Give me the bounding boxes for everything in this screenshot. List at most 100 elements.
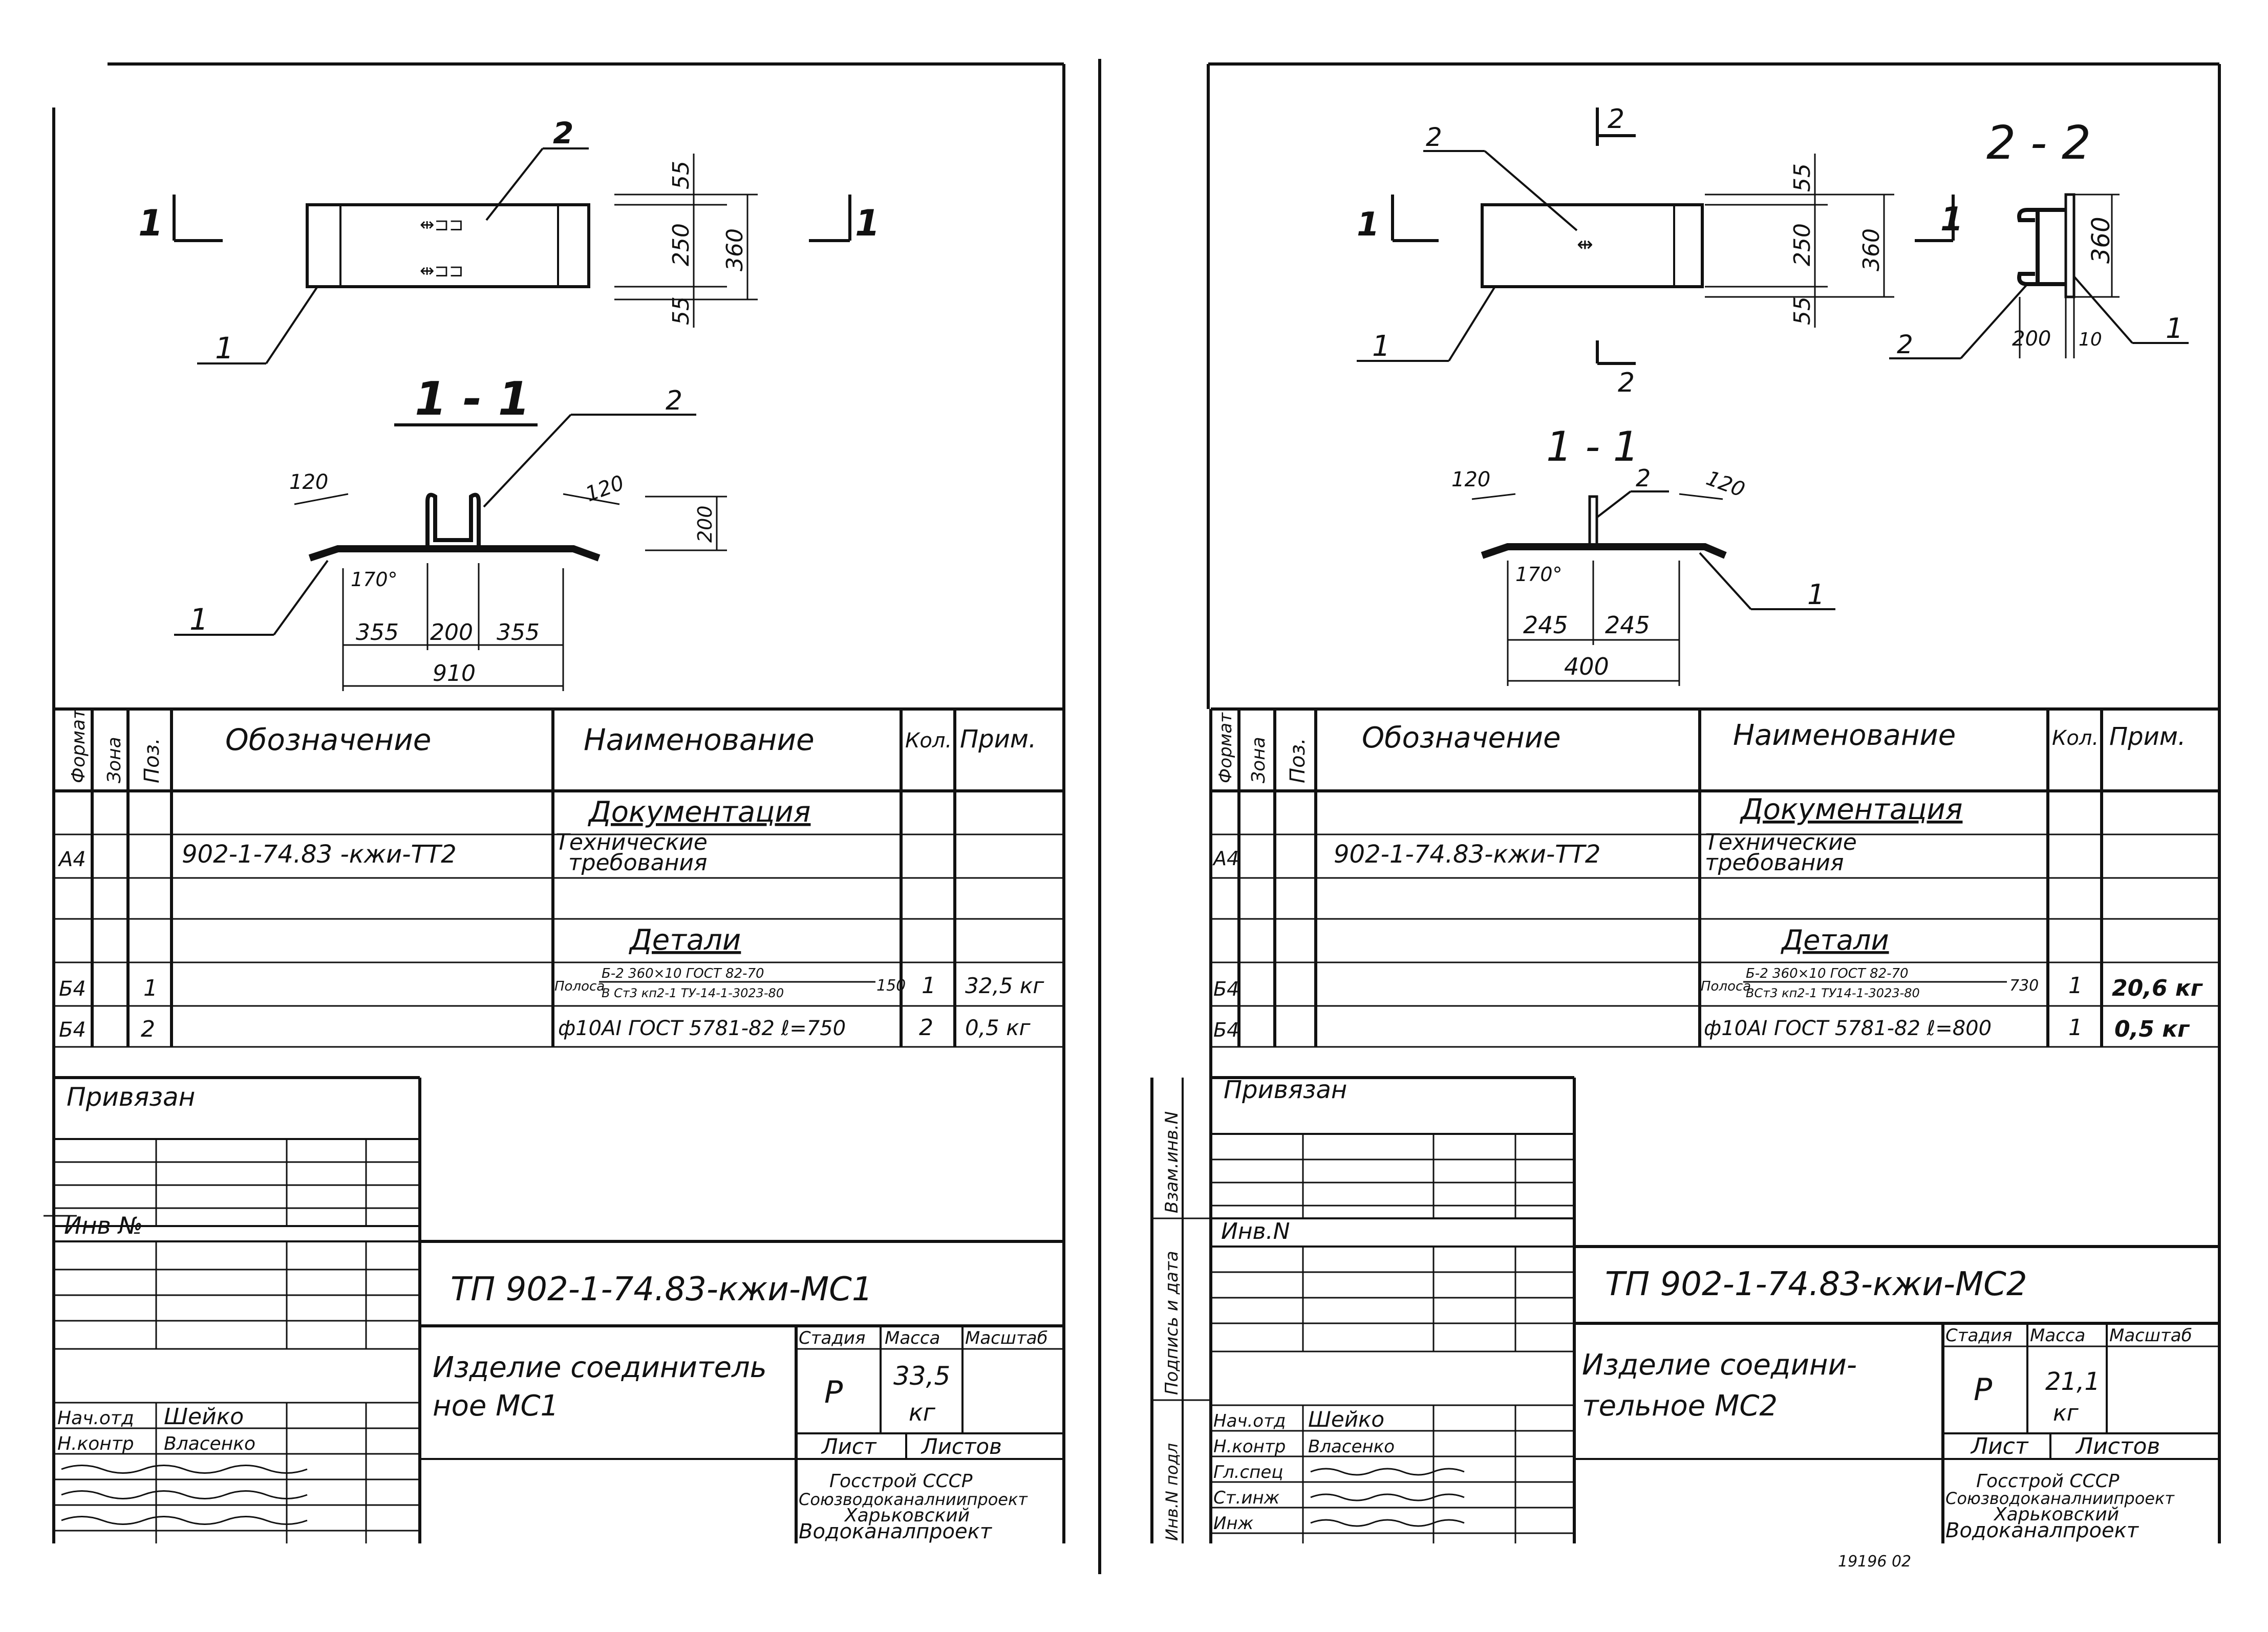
section-mark-right: 1 bbox=[1940, 201, 1963, 239]
plate-side bbox=[2064, 193, 2076, 298]
row1-fraction-top: Б-2 360×10 ГОСТ 82-70 bbox=[1746, 966, 1909, 981]
hdr-zone: Зона bbox=[104, 737, 125, 783]
section-docs: Документация bbox=[587, 796, 810, 829]
plan-dim-55-bottom: 55 bbox=[1789, 296, 1815, 325]
view22-title: 2 - 2 bbox=[1986, 116, 2091, 170]
plan-dim-55-top: 55 bbox=[1789, 163, 1815, 192]
view22-pos-part: 1 bbox=[2166, 312, 2183, 345]
plan-dim-360: 360 bbox=[1858, 228, 1885, 271]
hdr-name: Наименование bbox=[584, 722, 815, 757]
row2-note: 0,5 кг bbox=[2114, 1016, 2190, 1042]
mass-unit: кг bbox=[2053, 1400, 2079, 1426]
org-1: Госстрой СССР bbox=[829, 1471, 973, 1492]
doc-name-1: Технические bbox=[555, 829, 708, 855]
sheet-label: Лист bbox=[1970, 1433, 2029, 1459]
sheets-label: Листов bbox=[921, 1434, 1002, 1459]
side-text-1: Взам.инв.N bbox=[1162, 1111, 1182, 1213]
product-name-2: тельное МС2 bbox=[1582, 1389, 1778, 1423]
org-4: Водоканалпроект bbox=[1945, 1519, 2139, 1542]
section-dim-910: 910 bbox=[433, 660, 476, 686]
section-pos-bar: 2 bbox=[1636, 464, 1651, 492]
row1-qty: 1 bbox=[2068, 973, 2083, 999]
mass-value: 33,5 bbox=[893, 1361, 950, 1391]
row1-note: 20,6 кг bbox=[2112, 975, 2203, 1001]
row2-format: Б4 bbox=[59, 1018, 86, 1042]
hdr-format: Формат bbox=[68, 708, 89, 783]
section-mark-right: 1 bbox=[855, 202, 880, 244]
stage-value: Р bbox=[824, 1375, 843, 1410]
svg-text:⇹⊐⊐: ⇹⊐⊐ bbox=[420, 261, 463, 281]
hdr-format: Формат bbox=[1215, 712, 1236, 783]
plan-view-2: ⇹ 1 1 2 2 2 1 55 bbox=[1357, 104, 1963, 398]
stage-value: Р bbox=[1974, 1372, 1993, 1408]
plan-pos-bar: 2 bbox=[1426, 122, 1442, 152]
plate-outline bbox=[306, 203, 590, 288]
section-dim-120-right: 120 bbox=[583, 471, 627, 506]
view22-dim-360: 360 bbox=[2087, 217, 2115, 264]
plan-dim-55-bottom: 55 bbox=[668, 296, 694, 325]
bar-end bbox=[1588, 495, 1598, 549]
row1-fraction-bottom: В Ст3 кп2-1 ТУ-14-1-3023-80 bbox=[602, 986, 784, 1000]
sheet-label: Лист bbox=[821, 1434, 877, 1459]
signer-1-role: Нач.отд bbox=[57, 1408, 134, 1429]
mass-unit: кг bbox=[909, 1399, 936, 1426]
signer-3-role: Гл.спец bbox=[1213, 1462, 1283, 1483]
plan-dim-360: 360 bbox=[722, 228, 748, 271]
row1-name-prefix: Полоса bbox=[554, 979, 605, 994]
doc-format: A4 bbox=[1212, 847, 1239, 870]
svg-text:⇹⊐⊐: ⇹⊐⊐ bbox=[420, 214, 463, 235]
row1-fraction-bottom: ВСт3 кп2-1 ТУ14-1-3023-80 bbox=[1746, 986, 1920, 1000]
side-text-2: Подпись и дата bbox=[1162, 1251, 1182, 1395]
section-dim-200-h: 200 bbox=[694, 505, 716, 543]
signer-2-name: Власенко bbox=[1308, 1436, 1395, 1457]
section-angle: 170° bbox=[1515, 563, 1563, 586]
u-bar bbox=[425, 492, 481, 548]
mass-label: Масса bbox=[885, 1328, 940, 1348]
product-name-1: Изделие соединитель bbox=[433, 1351, 767, 1384]
signer-4-role: Ст.инж bbox=[1213, 1488, 1280, 1508]
row2-name: ф10АI ГОСТ 5781-82 ℓ=800 bbox=[1704, 1017, 1992, 1040]
spec-table-2: Формат Зона Поз. Обозначение Наименовани… bbox=[1211, 707, 2219, 1048]
doc-name-1: Технические bbox=[1705, 829, 1857, 855]
view22-dim-10: 10 bbox=[2079, 329, 2102, 350]
row1-format: Б4 bbox=[59, 977, 86, 1001]
hdr-pos: Поз. bbox=[1286, 738, 1310, 783]
org-2: Союзводоканалниипроект bbox=[1945, 1489, 2175, 1508]
signer-5-role: Инж bbox=[1213, 1513, 1254, 1534]
section-pos-part: 1 bbox=[189, 602, 208, 637]
cut-mark-top: 2 bbox=[1608, 104, 1624, 135]
row2-name: ф10АI ГОСТ 5781-82 ℓ=750 bbox=[558, 1017, 846, 1040]
org-2: Союзводоканалниипроект bbox=[799, 1490, 1028, 1509]
product-name-1: Изделие соедини- bbox=[1582, 1348, 1857, 1382]
signer-1-name: Шейко bbox=[164, 1404, 244, 1430]
hdr-pos: Поз. bbox=[140, 738, 164, 783]
section-mark-left: 1 bbox=[138, 202, 163, 244]
org-3: Харьковский bbox=[1993, 1504, 2119, 1525]
scale-label: Масштаб bbox=[965, 1328, 1048, 1348]
section-dim-120-right: 120 bbox=[1703, 466, 1748, 502]
row2-format: Б4 bbox=[1213, 1019, 1239, 1041]
stage-label: Стадия bbox=[799, 1328, 865, 1348]
plan-dim-250: 250 bbox=[668, 223, 694, 266]
doc-code: 902-1-74.83 -кжи-ТТ2 bbox=[182, 840, 457, 869]
stage-label: Стадия bbox=[1945, 1325, 2012, 1346]
title-block: ТП 902-1-74.83-кжи-МС1 Изделие соедините… bbox=[420, 1240, 1064, 1543]
section-title: 1 - 1 bbox=[415, 372, 530, 426]
footer-stamp: 19196 02 bbox=[1838, 1553, 1911, 1571]
row2-qty: 1 bbox=[2068, 1015, 2083, 1041]
section-dim-355-right: 355 bbox=[497, 619, 540, 646]
product-name-2: ное МС1 bbox=[433, 1389, 559, 1423]
section-docs: Документация bbox=[1739, 793, 1962, 826]
privyazan: Привязан bbox=[67, 1082, 195, 1112]
signer-2-role: Н.контр bbox=[1213, 1436, 1286, 1457]
view22-pos-bar: 2 bbox=[1897, 330, 1913, 359]
signer-1-name: Шейко bbox=[1308, 1407, 1384, 1432]
mass-value: 21,1 bbox=[2045, 1367, 2100, 1396]
sheets-label: Листов bbox=[2075, 1433, 2160, 1459]
doc-format: A4 bbox=[57, 848, 86, 871]
doc-code: 902-1-74.83-кжи-ТТ2 bbox=[1334, 840, 1600, 869]
inv-no: Инв № bbox=[64, 1212, 143, 1239]
signer-2-role: Н.контр bbox=[57, 1433, 134, 1454]
view-2-2: 2 - 2 360 200 10 2 1 bbox=[1889, 116, 2189, 359]
hdr-zone: Зона bbox=[1248, 737, 1269, 783]
